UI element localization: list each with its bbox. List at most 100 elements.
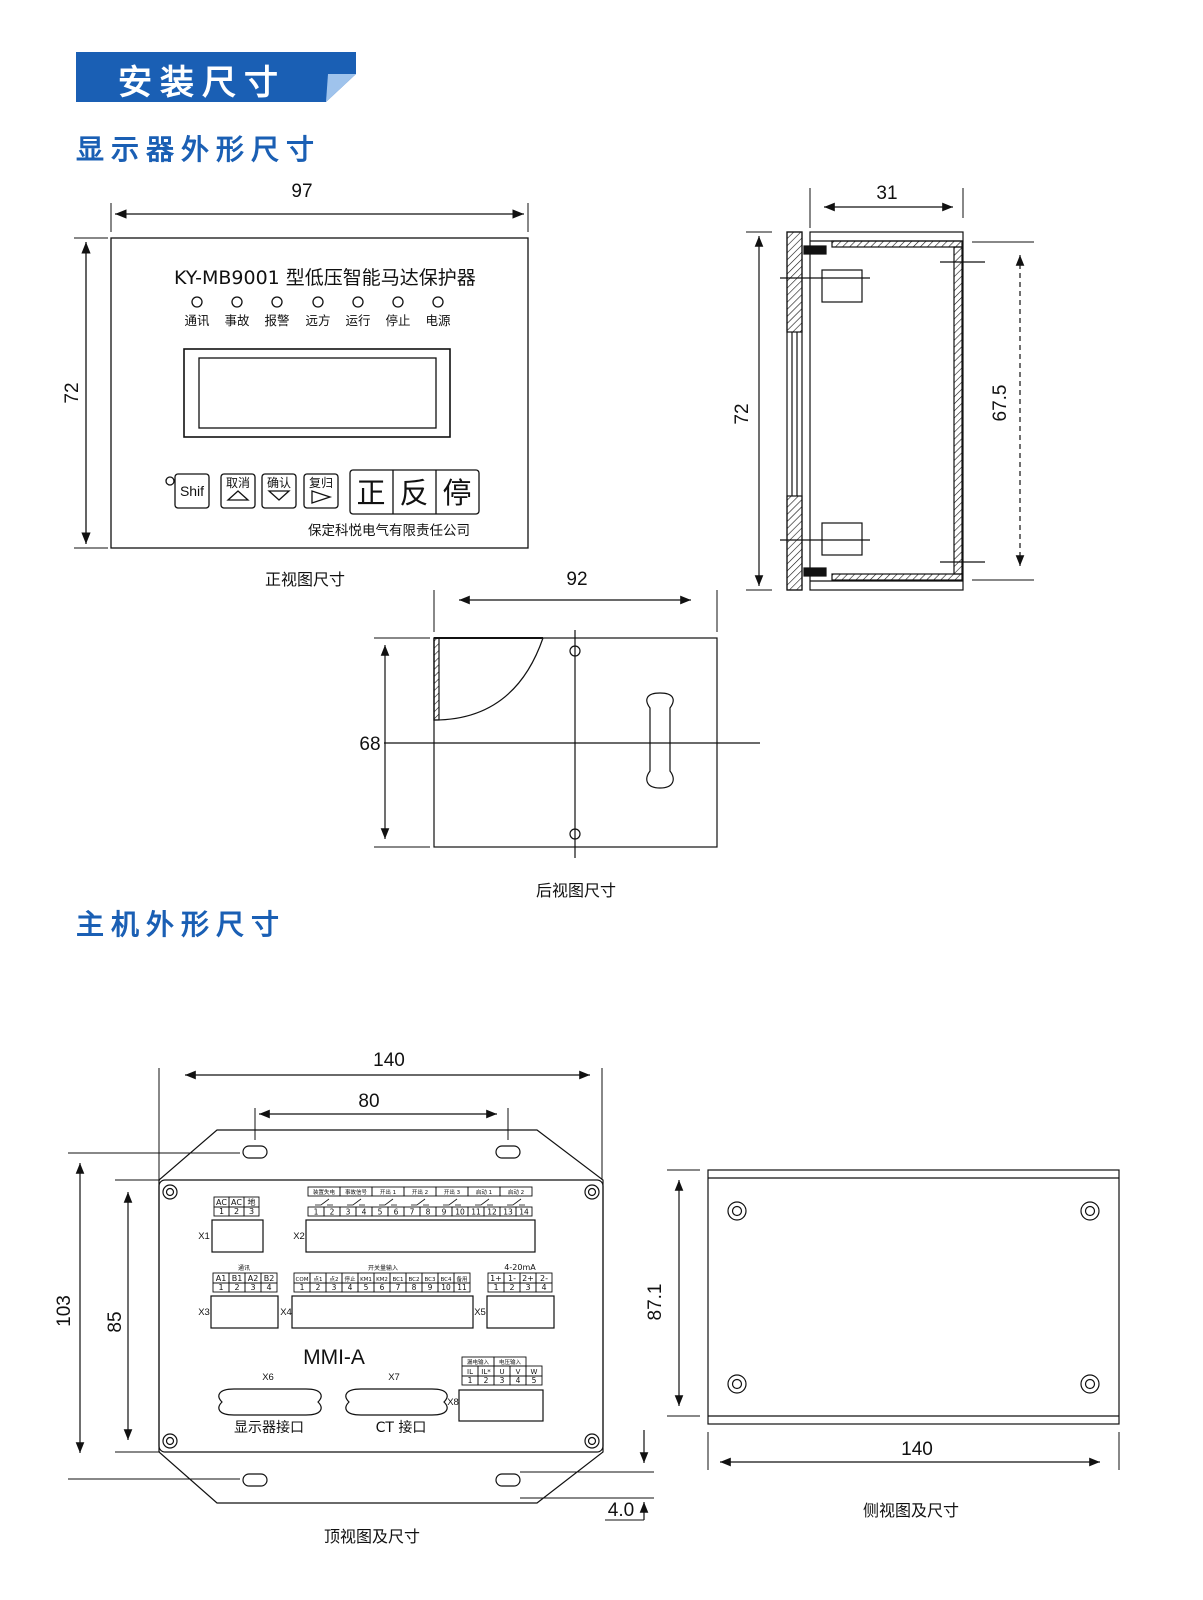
x3-label: X3: [198, 1307, 210, 1318]
x3-pin: 1: [218, 1283, 223, 1292]
x4-header: COM: [296, 1277, 309, 1283]
x2-pin: 2: [330, 1208, 335, 1217]
x5-pin: 1: [493, 1283, 498, 1292]
led-label-comm: 通讯: [184, 313, 210, 328]
x2-pin: 13: [503, 1208, 513, 1217]
host-side-view: [667, 1169, 1120, 1470]
x8-group: 电压输入: [499, 1358, 522, 1366]
x4-header: 备用: [456, 1275, 467, 1283]
x3-header: B1: [232, 1274, 243, 1283]
x1-pin-cell: [243, 1206, 260, 1217]
x2-pin: 8: [426, 1208, 431, 1217]
x8-label: X8: [447, 1397, 459, 1408]
x2-pin: 3: [346, 1208, 351, 1217]
x3-header: B2: [264, 1274, 275, 1283]
x3-pin: 4: [266, 1283, 271, 1292]
relay-contact-icon: [411, 1198, 429, 1206]
x5-pin: 2: [509, 1283, 514, 1292]
x4-pin: 6: [380, 1283, 385, 1292]
x8-pin: 3: [500, 1376, 505, 1385]
x4-header: BC3: [424, 1277, 436, 1283]
x1-label: X1: [198, 1231, 210, 1242]
display-rear-view: [374, 590, 760, 858]
section-title-display: 显示器外形尺寸: [76, 133, 322, 166]
x4-pin: 9: [428, 1283, 433, 1292]
side-depth-label: 31: [876, 183, 897, 204]
display-front-view: [74, 203, 529, 549]
x2-group: 启动 1: [476, 1188, 492, 1196]
x8-header: U: [499, 1368, 504, 1376]
x5-pin: 3: [525, 1283, 530, 1292]
reverse-button-label: 反: [399, 476, 428, 510]
x4-pin: 11: [457, 1283, 467, 1292]
side-height-label: 72: [732, 403, 753, 424]
x8-header: IL*: [481, 1368, 491, 1376]
x4-pin-cell: [453, 1282, 471, 1293]
x5-pin-cell: [535, 1282, 553, 1293]
x8-header: V: [516, 1368, 521, 1376]
relay-contact-icon: [379, 1198, 397, 1206]
led-label-stop: 停止: [385, 313, 410, 328]
x5-group: 4-20mA: [504, 1263, 536, 1272]
x6-port-name: 显示器接口: [234, 1419, 304, 1436]
side-width-label: 140: [901, 1439, 933, 1460]
host-model-label: MMI-A: [303, 1346, 365, 1369]
banner-title: 安装尺寸: [118, 63, 286, 103]
x7-label: X7: [388, 1372, 400, 1383]
rear-width-label: 92: [566, 569, 587, 590]
host-height-label: 103: [54, 1295, 75, 1327]
led-label-power: 电源: [425, 313, 451, 328]
x2-pin: 4: [362, 1208, 367, 1217]
x2-group: 开出 1: [380, 1188, 396, 1196]
host-inner-height-label: 85: [105, 1311, 126, 1332]
x8-pin: 4: [516, 1376, 521, 1385]
x1-header: AC: [216, 1198, 227, 1207]
stop-button-label: 停: [442, 476, 471, 510]
forward-button-label: 正: [356, 476, 385, 510]
front-view-caption: 正视图尺寸: [265, 570, 345, 589]
relay-contact-icon: [507, 1198, 525, 1206]
led-label-run: 运行: [345, 313, 370, 328]
x2-pin: 6: [394, 1208, 399, 1217]
x3-header: A2: [248, 1274, 259, 1283]
rear-height-label: 68: [359, 734, 380, 755]
x8-pin: 5: [532, 1376, 537, 1385]
x2-pin: 5: [378, 1208, 383, 1217]
top-view-caption: 顶视图及尺寸: [324, 1527, 420, 1546]
x4-header: 点2: [330, 1276, 339, 1283]
x4-header: 停止: [344, 1275, 356, 1283]
x7-port-name: CT 接口: [376, 1419, 427, 1436]
x4-header: 点1: [314, 1276, 323, 1283]
x2-pin: 7: [410, 1208, 415, 1217]
product-title: KY-MB9001 型低压智能马达保护器: [174, 267, 476, 289]
x4-header: KM1: [360, 1277, 372, 1283]
side-view-caption: 侧视图及尺寸: [863, 1501, 959, 1520]
x2-group-cell: [499, 1186, 533, 1197]
x3-pin-cell: [260, 1282, 278, 1293]
x4-pin: 7: [396, 1283, 401, 1292]
x3-group: 通讯: [238, 1264, 250, 1272]
banner-background: [76, 52, 356, 102]
x2-pin: 9: [442, 1208, 447, 1217]
x3-pin: 2: [234, 1283, 239, 1292]
x4-pin: 5: [364, 1283, 369, 1292]
x4-header: BC1: [392, 1277, 403, 1283]
x2-pin: 14: [519, 1208, 529, 1217]
cancel-button-label: 取消: [226, 476, 250, 490]
x8-group: 漏电输入: [467, 1358, 490, 1366]
x1-pin: 1: [219, 1207, 224, 1216]
relay-contact-icon: [443, 1198, 461, 1206]
shift-button-label: Shif: [180, 483, 204, 499]
x4-group: 开关量输入: [368, 1264, 398, 1272]
x5-label: X5: [474, 1307, 486, 1318]
x5-header: 1+: [490, 1274, 502, 1283]
company-name: 保定科悦电气有限责任公司: [308, 523, 470, 539]
x4-pin: 1: [300, 1283, 305, 1292]
x2-group: 开出 2: [412, 1188, 428, 1196]
x1-pin: 3: [249, 1207, 254, 1216]
x2-group: 事故信号: [345, 1188, 368, 1196]
x1-header: 地: [248, 1197, 256, 1207]
reset-button-label: 复归: [309, 476, 333, 490]
x2-pin: 11: [471, 1208, 481, 1217]
relay-contact-icon: [347, 1198, 365, 1206]
